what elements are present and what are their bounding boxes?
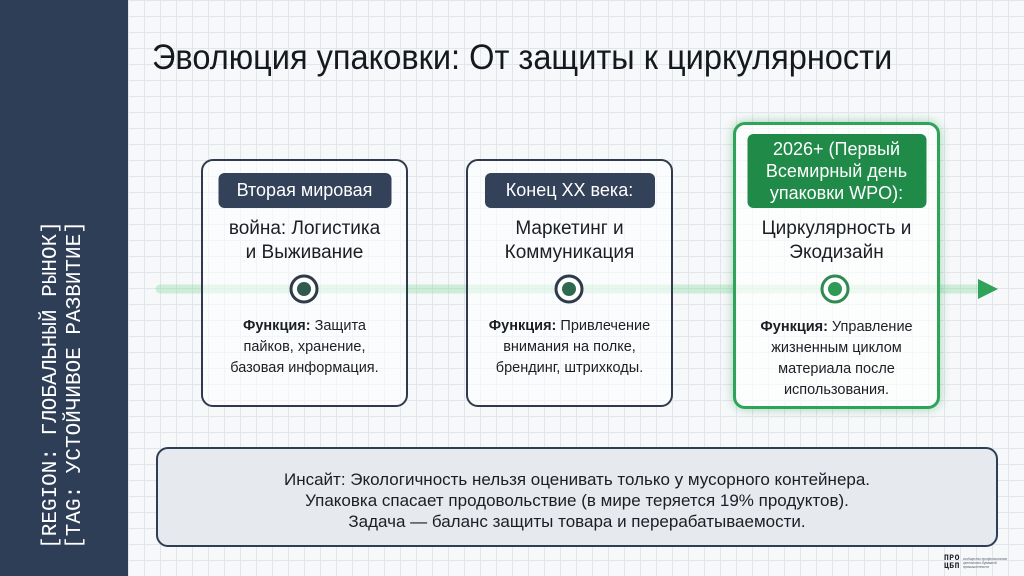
function-label: Функция: — [760, 319, 828, 335]
era-subtitle: война: Логистика и Выживание — [228, 218, 381, 263]
insight-line: Инсайт: Экологичность нельзя оценивать т… — [283, 470, 871, 489]
page-title: Эволюция упаковки: От защиты к циркулярн… — [152, 38, 893, 77]
era-function: Функция: Защита пайков, хранение, базова… — [230, 318, 379, 376]
sidebar-tags: [REGION: ГЛОБАЛЬНЫЙ РЫНОК] [TAG: УСТОЙЧИ… — [40, 221, 88, 549]
era-card-late-20th-century: Конец XX века: Маркетинг и Коммуникация … — [466, 159, 673, 407]
function-label: Функция: — [242, 318, 311, 334]
insight-line: Задача — баланс защиты товара и перераба… — [348, 512, 806, 531]
era-function: Функция: Управление жизненным циклом мат… — [760, 319, 913, 398]
era-chip: Конец XX века: — [484, 173, 655, 208]
era-chip-highlighted: 2026+ (Первый Всемирный день упаковки WP… — [747, 134, 926, 208]
era-chip: Вторая мировая — [218, 173, 391, 208]
era-card-ww2: Вторая мировая война: Логистика и Выжива… — [201, 159, 408, 407]
timeline-arrowhead — [978, 279, 998, 299]
insight-box: Инсайт: Экологичность нельзя оценивать т… — [156, 447, 998, 547]
topic-tag: [TAG: УСТОЙЧИВОЕ РАЗВИТИЕ] — [64, 221, 87, 549]
logo-mark: ПРО ЦБП — [944, 553, 960, 571]
logo-caption: сообщество профессионалов целлюлозно-бум… — [962, 556, 1007, 569]
region-tag: [REGION: ГЛОБАЛЬНЫЙ РЫНОК] — [40, 221, 63, 549]
function-label: Функция: — [488, 318, 557, 334]
era-subtitle: Маркетинг и Коммуникация — [504, 218, 635, 263]
insight-line: Упаковка спасает продовольствие (в мире … — [305, 491, 849, 510]
sidebar-panel: [REGION: ГЛОБАЛЬНЫЙ РЫНОК] [TAG: УСТОЙЧИ… — [0, 0, 128, 576]
era-card-2026-circularity: 2026+ (Первый Всемирный день упаковки WP… — [733, 122, 940, 409]
era-function: Функция: Привлечение внимания на полке, … — [488, 318, 651, 376]
brand-logo: ПРО ЦБП сообщество профессионалов целлюл… — [944, 553, 1016, 572]
era-subtitle: Циркулярность и Экодизайн — [761, 218, 912, 263]
